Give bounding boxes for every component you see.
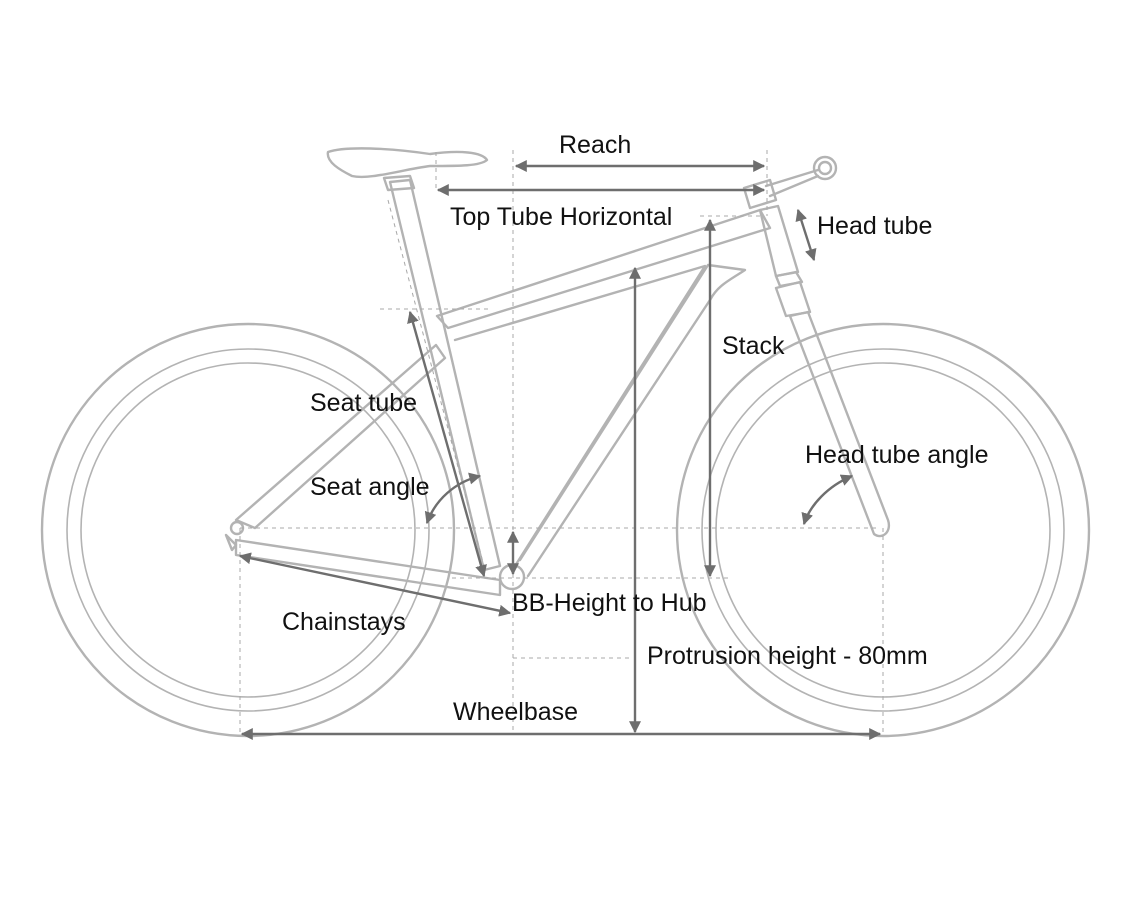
- chainstays-arrow: [238, 552, 512, 617]
- frame: [224, 178, 772, 597]
- fork-and-head-tube: [742, 155, 891, 538]
- stack-label: Stack: [722, 332, 785, 360]
- rear-wheel: [40, 322, 456, 738]
- top-tube-horizontal-label: Top Tube Horizontal: [450, 203, 672, 231]
- head-tube-label: Head tube: [817, 212, 932, 240]
- bb-height-to-hub-label: BB-Height to Hub: [512, 589, 707, 617]
- reach-label: Reach: [559, 131, 631, 159]
- seat-tube-arrow: [407, 310, 487, 578]
- seat-tube-label: Seat tube: [310, 389, 417, 417]
- seat-angle-label: Seat angle: [310, 473, 430, 501]
- chainstays-label: Chainstays: [282, 608, 406, 636]
- seat-angle-arrow: [424, 472, 482, 525]
- head-tube-arrow: [795, 208, 817, 262]
- protrusion-height-label: Protrusion height - 80mm: [647, 642, 928, 670]
- labels: Reach Top Tube Horizontal Head tube Stac…: [282, 131, 988, 726]
- head-tube-angle-label: Head tube angle: [805, 441, 988, 469]
- saddle: [326, 147, 489, 192]
- head-tube-angle-arrow: [801, 474, 854, 526]
- dimension-arrows: [238, 160, 882, 740]
- wheelbase-label: Wheelbase: [453, 698, 578, 726]
